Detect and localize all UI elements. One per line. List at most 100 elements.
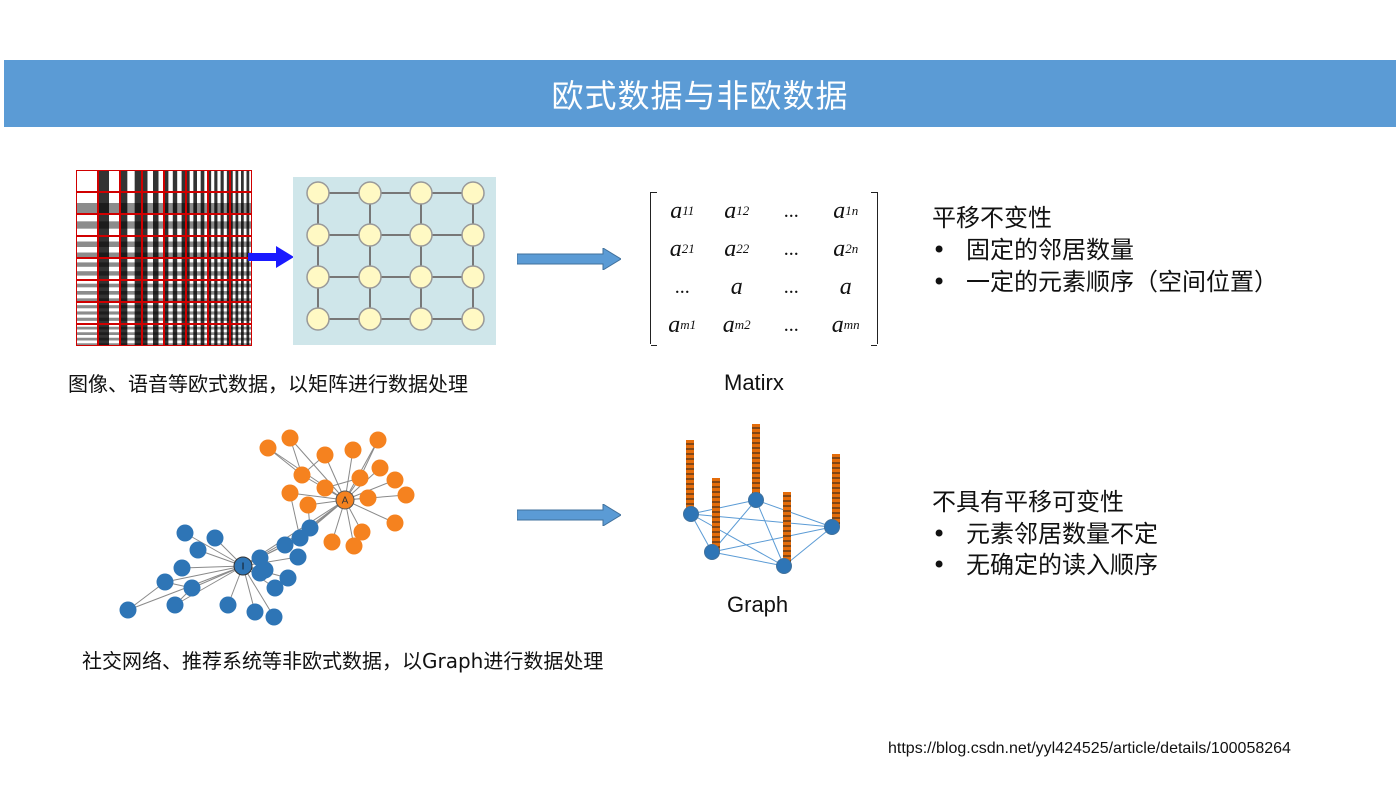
dct-stripe: [186, 192, 190, 214]
dct-stripe: [164, 343, 186, 346]
dct-stripe: [98, 283, 120, 288]
blue-node: [156, 573, 174, 591]
dct-stripe: [76, 337, 98, 341]
orange-node: [293, 466, 311, 484]
blue-node: [173, 559, 191, 577]
dct-stripe: [181, 302, 186, 324]
graph-label: Graph: [727, 592, 789, 617]
dct-stripe: [164, 317, 186, 321]
dct-stripe: [208, 214, 212, 236]
hub-label-i: I: [242, 562, 245, 573]
graph-edge: [690, 513, 785, 567]
dct-stripe: [241, 192, 244, 214]
feature-vector-bar: [752, 424, 760, 500]
dct-stripe: [246, 170, 250, 192]
dct-stripe: [142, 343, 164, 346]
dct-stripe: [120, 170, 128, 192]
dct-stripe: [230, 305, 252, 309]
dct-stripe: [76, 203, 98, 214]
dct-stripe: [226, 280, 230, 302]
dct-stripe: [200, 192, 205, 214]
dct-stripe: [120, 236, 128, 258]
dct-stripe: [226, 324, 230, 346]
dct-stripe: [134, 324, 142, 346]
graph-edge: [711, 551, 785, 567]
dct-stripe: [120, 311, 142, 315]
dct-stripe: [164, 326, 186, 330]
feature-vector-bar: [783, 492, 791, 566]
dct-stripe: [208, 203, 230, 214]
grid-node: [358, 181, 382, 205]
graph-node: [776, 558, 792, 574]
dct-stripe: [172, 324, 178, 346]
dct-stripe: [164, 332, 186, 335]
pixel-grid-graph: [293, 177, 496, 345]
graph-edge: [755, 499, 785, 567]
orange-node: [281, 484, 299, 502]
dct-stripe: [142, 305, 164, 309]
grid-node: [358, 223, 382, 247]
matrix-cell: ...: [655, 268, 710, 306]
matrix-cell: a: [819, 268, 874, 306]
dct-stripe: [76, 271, 98, 276]
dct-stripe: [235, 236, 239, 258]
grid-node: [461, 181, 485, 205]
dct-stripe: [208, 337, 230, 341]
dct-stripe: [200, 236, 205, 258]
dct-stripe: [230, 343, 252, 346]
dct-stripe: [142, 262, 164, 267]
non-euclidean-bullet-1: •元素邻居数量不定: [932, 520, 1158, 548]
graph-edge: [690, 499, 757, 515]
orange-node: [359, 489, 377, 507]
dct-stripe: [98, 332, 120, 335]
dct-stripe: [153, 324, 159, 346]
dct-stripe: [230, 283, 252, 288]
dct-stripe: [172, 214, 178, 236]
dct-stripe: [120, 302, 128, 324]
dct-stripe: [142, 283, 164, 288]
dct-stripe: [164, 214, 169, 236]
dct-stripe: [246, 214, 250, 236]
dct-stripe: [142, 326, 164, 330]
dct-stripe: [241, 324, 244, 346]
dct-stripe: [98, 326, 120, 330]
network-edge: [289, 437, 346, 501]
dct-stripe: [120, 337, 142, 341]
graph-node: [748, 492, 764, 508]
dct-stripe: [120, 283, 142, 288]
source-url: https://blog.csdn.net/yyl424525/article/…: [888, 740, 1291, 757]
dct-stripe: [186, 203, 208, 214]
dct-stripe: [241, 280, 244, 302]
dct-stripe: [200, 214, 205, 236]
dct-stripe: [220, 258, 224, 280]
dct-stripe: [98, 203, 120, 214]
grid-node: [306, 223, 330, 247]
euclidean-heading: 平移不变性: [932, 204, 1052, 232]
dct-stripe: [164, 298, 186, 302]
dct-stripe: [164, 280, 169, 302]
grid-node: [409, 181, 433, 205]
dct-stripe: [220, 280, 224, 302]
non-euclidean-heading: 不具有平移可变性: [932, 488, 1124, 516]
dct-stripe: [214, 192, 218, 214]
blue-node: [176, 524, 194, 542]
dct-stripe: [220, 324, 224, 346]
orange-node: [316, 479, 334, 497]
feature-vector-bar: [832, 454, 840, 527]
graph-node: [683, 506, 699, 522]
dct-stripe: [246, 280, 250, 302]
dct-stripe: [230, 203, 252, 214]
dct-stripe: [120, 326, 142, 330]
dct-stripe: [164, 192, 169, 214]
dct-stripe: [98, 252, 120, 258]
dct-stripe: [208, 291, 230, 295]
dct-stripe: [230, 221, 252, 229]
dct-stripe: [230, 258, 233, 280]
dct-stripe: [172, 280, 178, 302]
orange-node: [371, 459, 389, 477]
blue-node: [219, 596, 237, 614]
dct-stripe: [120, 280, 128, 302]
